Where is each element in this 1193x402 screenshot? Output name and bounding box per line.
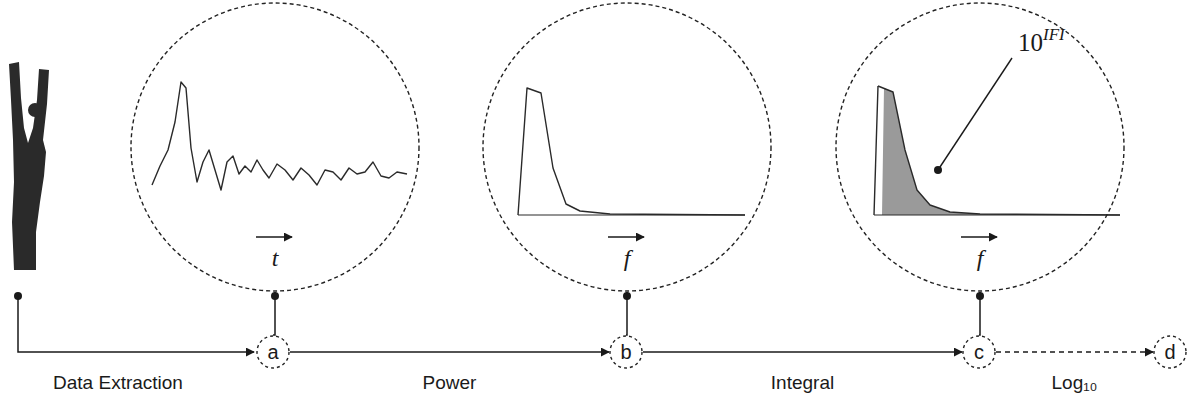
axis-arrow [256,236,292,237]
integrated-spectrum [874,86,1120,215]
time-signal [152,82,407,190]
callout-label: 10IFI [1018,30,1065,55]
stage-circle: f [482,2,772,292]
flow-connector [273,292,275,335]
base-number: 10 [1018,29,1043,56]
step-letter: d [1153,335,1187,369]
leader-line [938,58,1012,170]
flow-connector [996,351,1153,353]
step-letter: a [256,335,290,369]
step-label: Power [423,372,477,394]
step-circle: c [962,335,996,369]
flow-connector [979,292,980,335]
vessel-model [9,62,49,270]
axis-label: t [272,246,279,270]
stage-circle: t [130,2,420,292]
axis-arrow [961,236,997,237]
step-label: Log₁₀ [1052,372,1098,394]
step-circle: b [609,335,643,369]
power-spectrum [518,88,745,215]
axis-label: f [977,246,984,270]
flow-connector [290,351,609,353]
exponent: IFI [1043,25,1065,44]
axis-arrow [608,236,644,237]
axis-label: f [624,246,631,270]
step-circle: d [1153,335,1187,369]
flow-connector [643,351,962,353]
stage-circle: f [835,2,1125,292]
step-label: Data Extraction [53,372,183,394]
step-letter: c [962,335,996,369]
extraction-line [18,296,254,352]
step-circle: a [256,335,290,369]
flow-connector [626,292,627,335]
step-letter: b [609,335,643,369]
step-label: Integral [771,372,834,394]
